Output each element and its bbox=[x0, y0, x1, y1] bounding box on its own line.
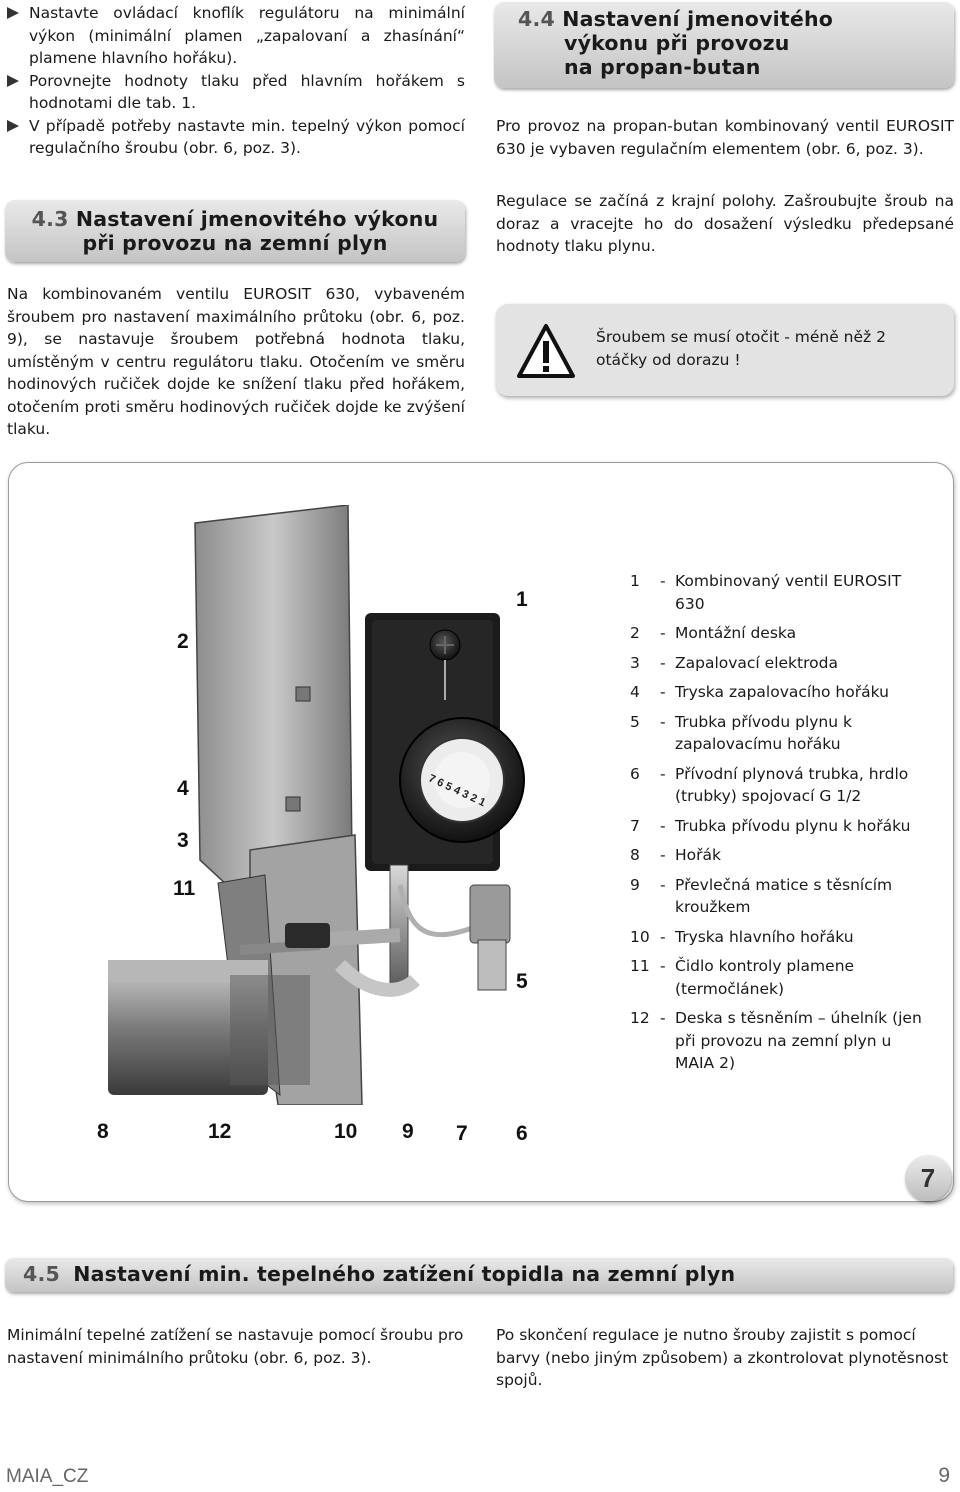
legend-dash: - bbox=[660, 816, 666, 835]
bullet-item: V případě potřeby nastavte min. tepelný … bbox=[7, 115, 465, 160]
callout-3: 3 bbox=[177, 829, 189, 852]
legend-text: Trubka přívodu plynu k zapalovacímu hořá… bbox=[675, 712, 852, 754]
legend-dash: - bbox=[660, 875, 666, 894]
legend-text: Převlečná matice s těsnícím kroužkem bbox=[675, 875, 893, 917]
section-44-number: 4.4 bbox=[518, 7, 555, 31]
legend-text: Přívodní plynová trubka, hrdlo (trubky) … bbox=[675, 764, 909, 806]
legend-dash: - bbox=[660, 624, 666, 642]
legend-item: 5 -Trubka přívodu plynu k zapalovacímu ho… bbox=[630, 711, 930, 756]
legend-text: Tryska hlavního hořáku bbox=[675, 927, 854, 946]
legend-item: 7 -Trubka přívodu plynu k hořáku bbox=[630, 815, 930, 838]
legend-dash: - bbox=[660, 1009, 666, 1027]
bullet-list: Nastavte ovládací knoflík regulátoru na … bbox=[7, 2, 465, 160]
legend-text: Kombinovaný ventil EUROSIT 630 bbox=[675, 572, 902, 613]
legend-text: Deska s těsněním – úhelník (jen při prov… bbox=[675, 1009, 922, 1072]
legend-number: 6 bbox=[630, 764, 640, 783]
warning-triangle-icon bbox=[517, 324, 575, 378]
section-45-heading: 4.5 Nastavení min. tepelného zatížení to… bbox=[5, 1258, 953, 1292]
footer-page-number: 9 bbox=[938, 1464, 950, 1487]
legend-item: 8 -Hořák bbox=[630, 844, 930, 867]
legend-number: 3 bbox=[630, 653, 640, 672]
figure-number-badge: 7 bbox=[905, 1155, 951, 1201]
section-44-title-2: výkonu při provozu bbox=[564, 31, 790, 55]
section-43-title-1: Nastavení jmenovitého výkonu bbox=[75, 207, 439, 231]
section-43-heading: 4.3 Nastavení jmenovitého výkonu při pro… bbox=[5, 200, 465, 262]
section-43-title-2: při provozu na zemní plyn bbox=[82, 231, 388, 255]
legend-number: 4 bbox=[630, 683, 640, 701]
legend-number: 5 bbox=[630, 712, 640, 731]
legend-number: 2 bbox=[630, 624, 640, 642]
legend-text: Zapalovací elektroda bbox=[675, 653, 838, 672]
legend-number: 1 bbox=[630, 572, 640, 590]
legend-dash: - bbox=[660, 712, 666, 731]
legend-item: 9 -Převlečná matice s těsnícím kroužkem bbox=[630, 874, 930, 919]
legend-number: 7 bbox=[630, 816, 640, 835]
legend-item: 4 -Tryska zapalovacího hořáku bbox=[630, 681, 930, 704]
section-44-title-3: na propan-butan bbox=[564, 55, 761, 79]
legend-dash: - bbox=[660, 683, 666, 701]
callout-7: 7 bbox=[456, 1122, 468, 1145]
legend-number: 12 bbox=[630, 1009, 650, 1027]
legend-dash: - bbox=[660, 927, 666, 946]
legend-text: Hořák bbox=[675, 846, 721, 864]
section-44-para1: Pro provoz na propan-butan kombinovaný v… bbox=[496, 117, 954, 158]
legend-item: 2 -Montážní deska bbox=[630, 622, 930, 645]
callout-10: 10 bbox=[334, 1120, 358, 1143]
legend-item: 12-Deska s těsněním – úhelník (jen při p… bbox=[630, 1007, 930, 1075]
legend-item: 3 -Zapalovací elektroda bbox=[630, 652, 930, 675]
legend-dash: - bbox=[660, 846, 666, 864]
legend-item: 11-Čidlo kontroly plamene (termočlánek) bbox=[630, 955, 930, 1000]
legend-number: 10 bbox=[630, 927, 650, 946]
callout-2: 2 bbox=[177, 630, 189, 653]
legend-dash: - bbox=[660, 653, 666, 672]
legend-dash: - bbox=[660, 764, 666, 783]
footer-doc-code: MAIA_CZ bbox=[6, 1466, 89, 1487]
section-43-number: 4.3 bbox=[31, 207, 69, 231]
callout-4: 4 bbox=[177, 777, 189, 800]
legend-item: 6 -Přívodní plynová trubka, hrdlo (trubky… bbox=[630, 763, 930, 808]
legend-text: Tryska zapalovacího hořáku bbox=[675, 683, 889, 701]
callout-5: 5 bbox=[516, 970, 528, 993]
callout-6: 6 bbox=[516, 1122, 528, 1145]
bullet-arrow-icon bbox=[7, 119, 19, 132]
section-45-number: 4.5 bbox=[23, 1262, 60, 1286]
legend-item: 1 -Kombinovaný ventil EUROSIT 630 bbox=[630, 570, 930, 615]
section-44-para2: Regulace se začíná z krajní polohy. Zašr… bbox=[496, 192, 954, 255]
legend-number: 8 bbox=[630, 846, 640, 864]
bullet-text: V případě potřeby nastavte min. tepelný … bbox=[29, 116, 465, 158]
bullet-item: Nastavte ovládací knoflík regulátoru na … bbox=[7, 2, 465, 70]
bullet-arrow-icon bbox=[7, 7, 19, 19]
legend-text: Trubka přívodu plynu k hořáku bbox=[675, 816, 911, 835]
legend-item: 10-Tryska hlavního hořáku bbox=[630, 926, 930, 949]
warning-box: Šroubem se musí otočit - méně něž 2 otáč… bbox=[496, 304, 954, 396]
legend-text: Montážní deska bbox=[675, 624, 797, 642]
section-45-right: Po skončení regulace je nutno šrouby zaj… bbox=[496, 1326, 949, 1389]
section-45-title: Nastavení min. tepelného zatížení topidl… bbox=[73, 1262, 736, 1286]
section-43-body: Na kombinovaném ventilu EUROSIT 630, vyb… bbox=[7, 285, 465, 438]
legend-dash: - bbox=[660, 957, 666, 975]
legend-dash: - bbox=[660, 572, 666, 590]
legend-number: 11 bbox=[630, 957, 650, 975]
section-44-title-1: Nastavení jmenovitého bbox=[562, 7, 834, 31]
callout-8: 8 bbox=[97, 1120, 109, 1143]
warning-text: Šroubem se musí otočit - méně něž 2 otáč… bbox=[596, 328, 886, 369]
callout-9: 9 bbox=[402, 1120, 414, 1143]
bullet-arrow-icon bbox=[7, 74, 19, 87]
burner-assembly-illustration: 7 6 5 4 3 2 1 bbox=[108, 505, 525, 1105]
callout-12: 12 bbox=[208, 1120, 232, 1143]
section-45-left: Minimální tepelné zatížení se nastavuje … bbox=[7, 1326, 464, 1367]
bullet-text: Nastavte ovládací knoflík regulátoru na … bbox=[29, 4, 465, 67]
legend-number: 9 bbox=[630, 875, 640, 894]
legend-text: Čidlo kontroly plamene (termočlánek) bbox=[675, 957, 855, 998]
bullet-text: Porovnejte hodnoty tlaku před hlavním ho… bbox=[29, 71, 465, 113]
callout-11: 11 bbox=[173, 877, 196, 900]
bullet-item: Porovnejte hodnoty tlaku před hlavním ho… bbox=[7, 70, 465, 115]
section-44-heading: 4.4 Nastavení jmenovitého výkonu při pro… bbox=[494, 2, 954, 88]
callout-1: 1 bbox=[516, 588, 528, 611]
